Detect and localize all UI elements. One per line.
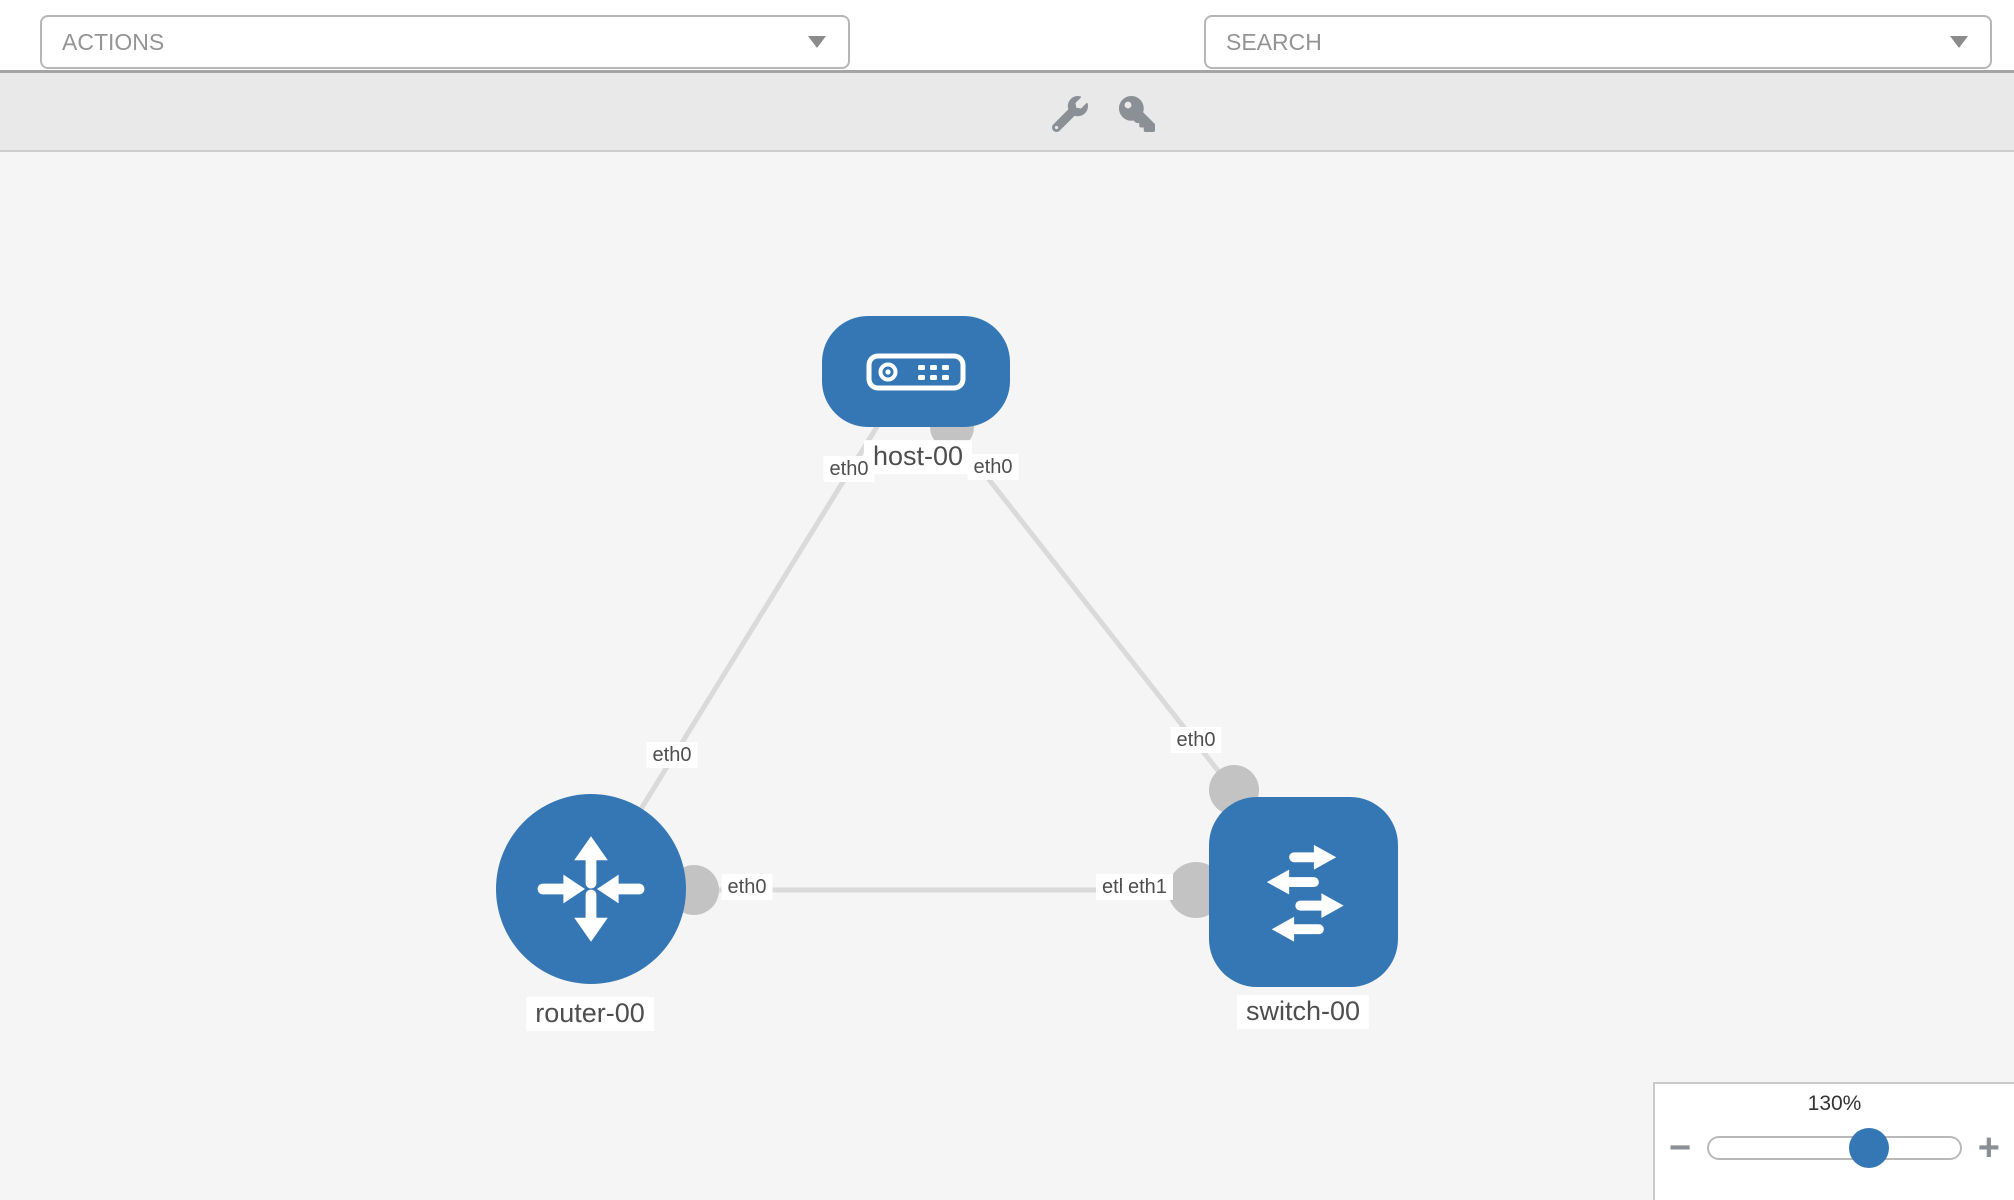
zoom-in-button[interactable]: +	[1977, 1127, 2000, 1169]
actions-input[interactable]	[60, 27, 808, 57]
node-label-router-00: router-00	[526, 997, 654, 1031]
key-icon[interactable]	[1119, 96, 1155, 132]
zoom-out-button[interactable]: −	[1669, 1127, 1692, 1169]
actions-dropdown[interactable]	[40, 15, 850, 69]
host-icon	[866, 353, 966, 390]
iface-label-host-to-switch: eth0	[967, 454, 1019, 480]
zoom-slider-thumb[interactable]	[1848, 1128, 1889, 1168]
toolbar	[0, 70, 2014, 152]
zoom-control-panel: 130% − +	[1653, 1082, 2014, 1200]
wrench-icon[interactable]	[1052, 96, 1088, 132]
node-router-00[interactable]	[496, 794, 686, 984]
zoom-slider-row: − +	[1655, 1126, 2014, 1170]
router-icon	[537, 836, 645, 942]
node-host-00[interactable]	[822, 316, 1010, 427]
search-input[interactable]	[1224, 27, 1950, 57]
node-switch-00[interactable]	[1209, 797, 1398, 987]
iface-label-router-to-switch: eth0	[721, 874, 773, 900]
switch-icon	[1266, 844, 1344, 942]
node-label-switch-00: switch-00	[1236, 995, 1370, 1029]
search-dropdown[interactable]	[1204, 15, 1992, 69]
iface-label-switch-to-host: eth0	[1170, 727, 1222, 753]
iface-label-router-to-host: eth0	[646, 742, 698, 768]
iface-label-host-to-router: eth0	[823, 456, 875, 482]
iface-label-switch-to-router: eth1	[1122, 874, 1173, 900]
chevron-down-icon	[808, 36, 826, 48]
chevron-down-icon	[1950, 36, 1968, 48]
node-label-host-00: host-00	[863, 440, 973, 474]
zoom-level-value: 130%	[1807, 1092, 1862, 1115]
zoom-slider-track[interactable]	[1707, 1128, 1962, 1168]
